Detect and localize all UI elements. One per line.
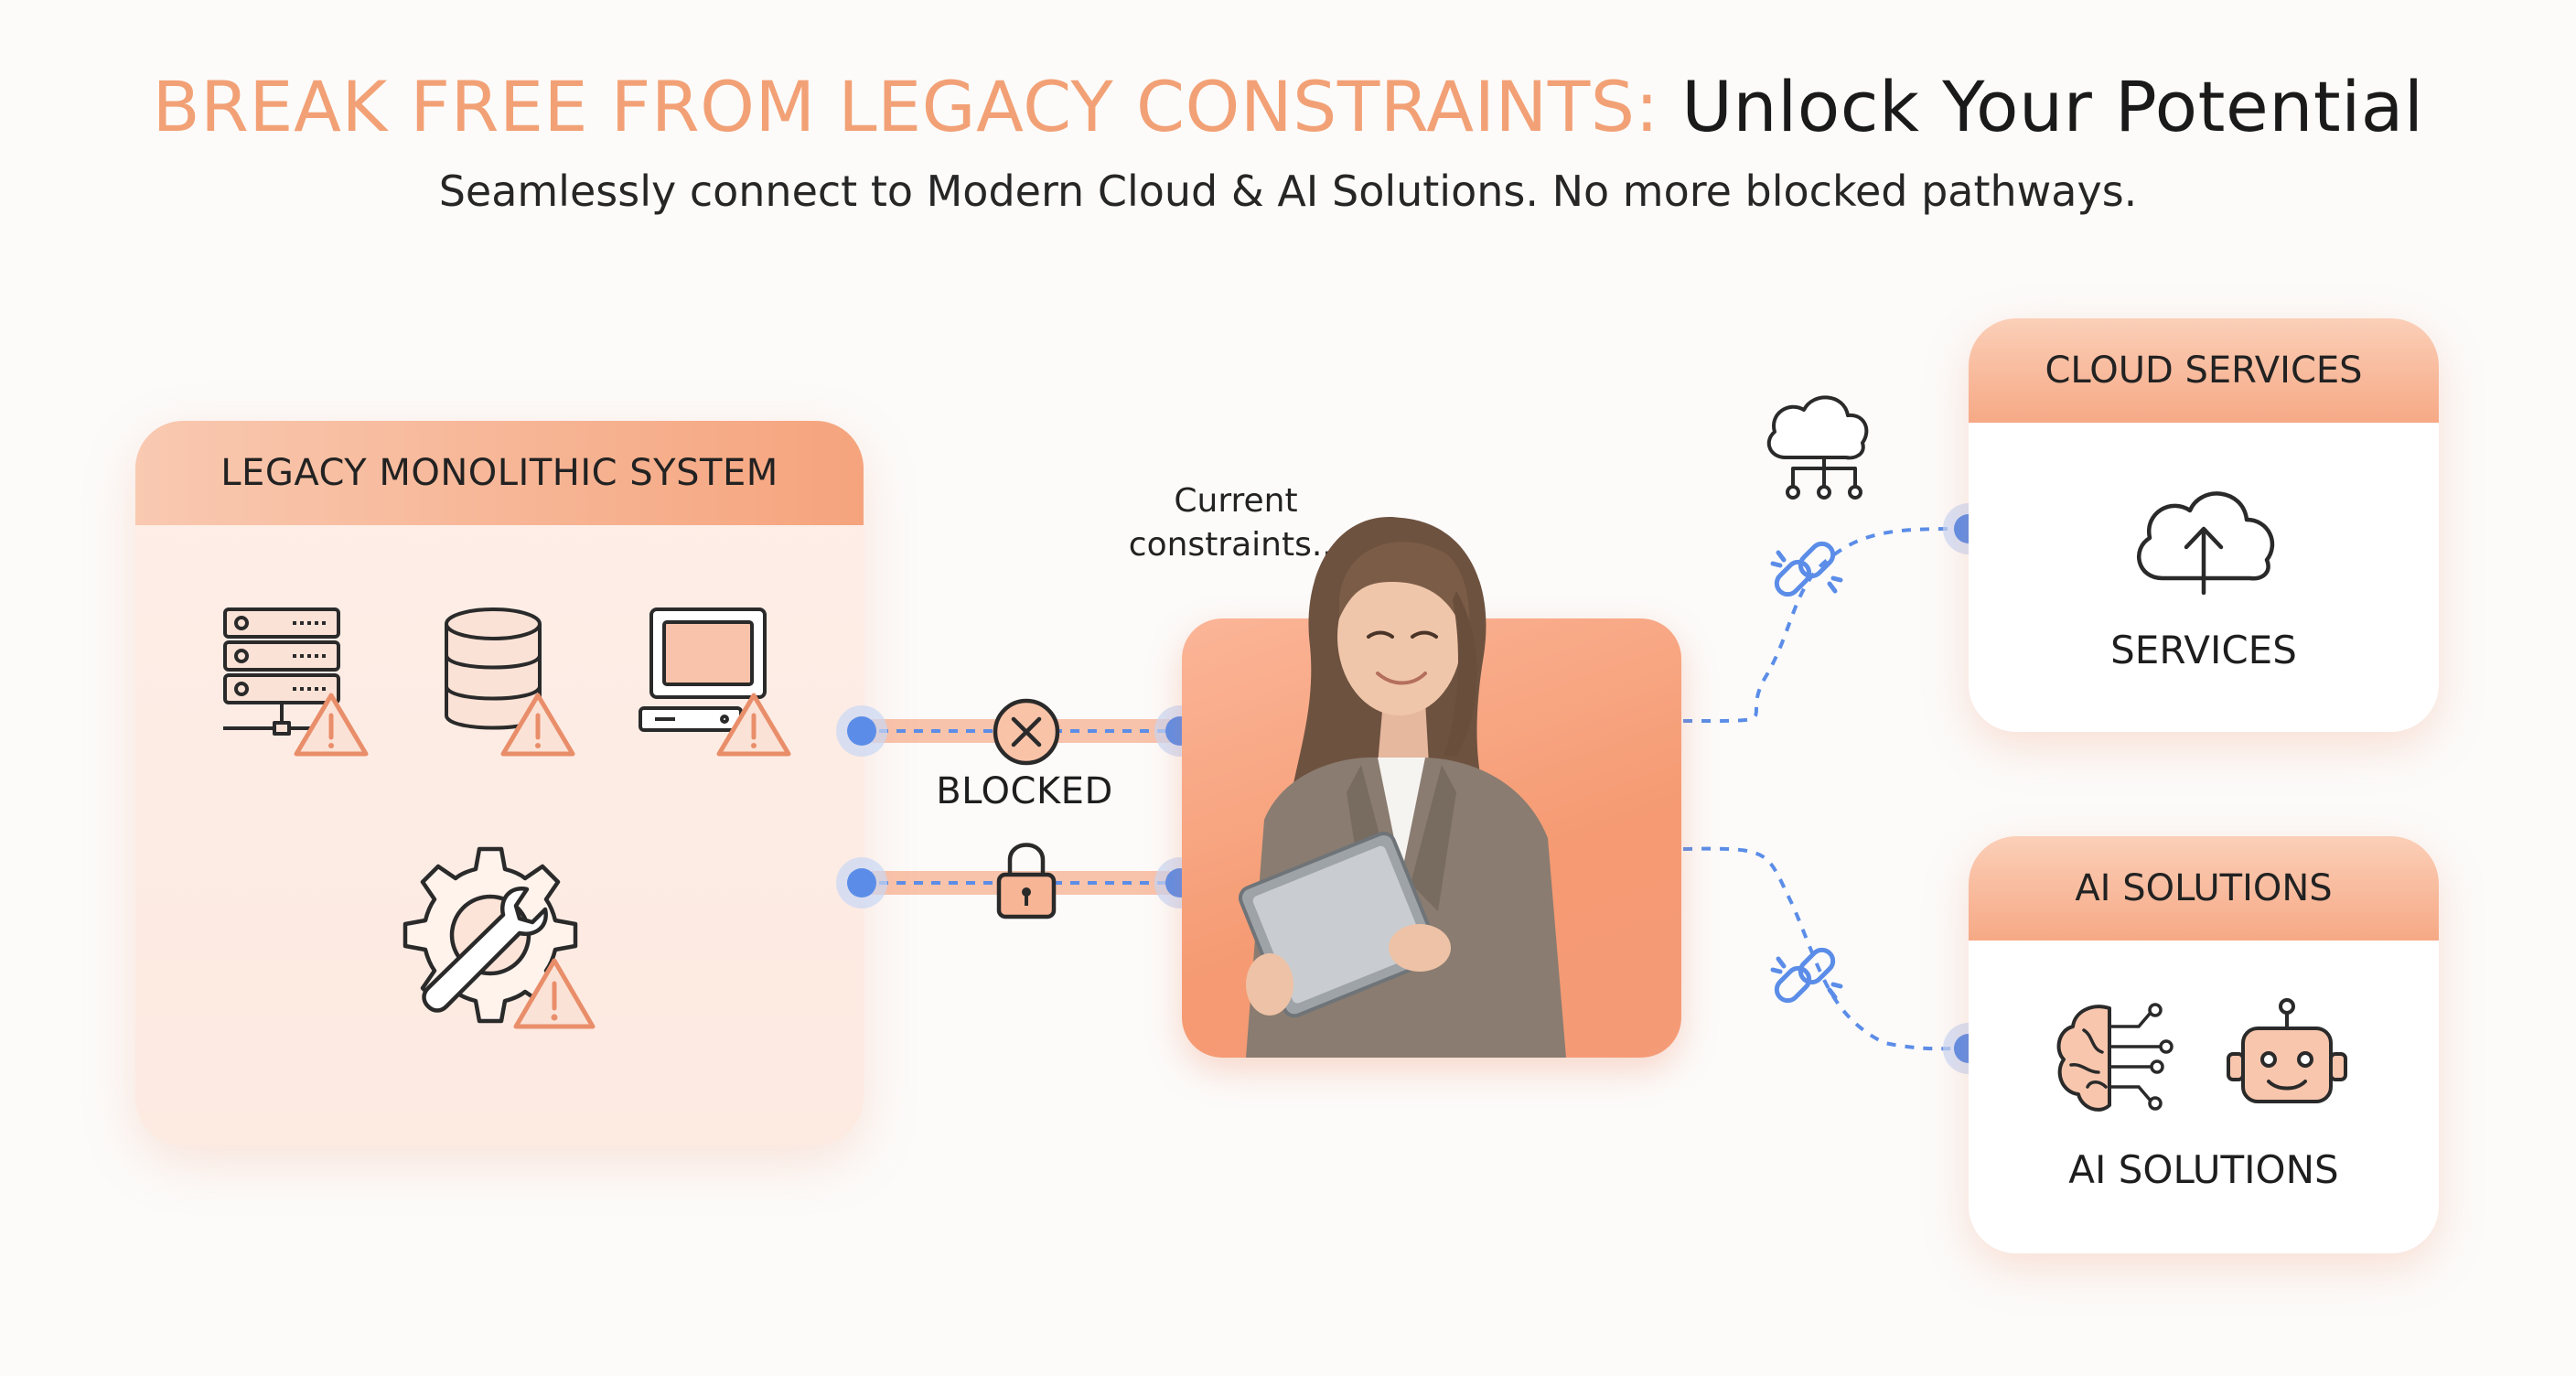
ai-solutions-panel: AI SOLUTIONS AI SOLUTIONS bbox=[1969, 836, 2439, 1253]
cloud-services-panel: CLOUD SERVICES SERVICES bbox=[1969, 318, 2439, 732]
broken-link-icon-bottom bbox=[1770, 947, 1843, 1004]
page-title: BREAK FREE FROM LEGACY CONSTRAINTS: Unlo… bbox=[0, 66, 2576, 147]
broken-link-icon-top bbox=[1770, 541, 1843, 597]
ai-panel-header: AI SOLUTIONS bbox=[1969, 836, 2439, 941]
cloud-network-icon bbox=[1766, 395, 1869, 500]
gear-wrench-warning-icon bbox=[402, 846, 596, 1029]
blocked-label: BLOCKED bbox=[936, 770, 1113, 812]
constraints-line-2: constraints... bbox=[1128, 526, 1344, 564]
legacy-system-panel: LEGACY MONOLITHIC SYSTEM bbox=[135, 421, 864, 1145]
path-to-ai bbox=[1682, 846, 1968, 1051]
padlock-icon bbox=[996, 843, 1057, 919]
cloud-services-label: SERVICES bbox=[2110, 628, 2297, 672]
node-legacy-top bbox=[836, 705, 887, 757]
desktop-computer-warning-icon bbox=[639, 607, 791, 757]
person-with-tablet-illustration bbox=[1238, 517, 1566, 1058]
constraints-caption: Current constraints... bbox=[1107, 479, 1365, 567]
legacy-panel-header: LEGACY MONOLITHIC SYSTEM bbox=[135, 421, 864, 525]
cloud-upload-icon bbox=[2136, 491, 2275, 595]
title-accent: BREAK FREE FROM LEGACY CONSTRAINTS: bbox=[152, 66, 1659, 147]
blocked-x-icon bbox=[993, 698, 1060, 766]
page-subtitle: Seamlessly connect to Modern Cloud & AI … bbox=[438, 167, 2138, 216]
node-legacy-bottom bbox=[836, 857, 887, 908]
brain-circuit-icon bbox=[2056, 1003, 2174, 1112]
database-warning-icon bbox=[445, 607, 575, 757]
cloud-panel-header: CLOUD SERVICES bbox=[1969, 318, 2439, 423]
robot-icon bbox=[2227, 998, 2347, 1103]
server-rack-warning-icon bbox=[223, 607, 369, 757]
ai-solutions-label: AI SOLUTIONS bbox=[2068, 1147, 2339, 1192]
constraints-line-1: Current bbox=[1174, 482, 1298, 520]
title-dark: Unlock Your Potential bbox=[1681, 66, 2424, 147]
path-to-cloud bbox=[1682, 527, 1968, 724]
